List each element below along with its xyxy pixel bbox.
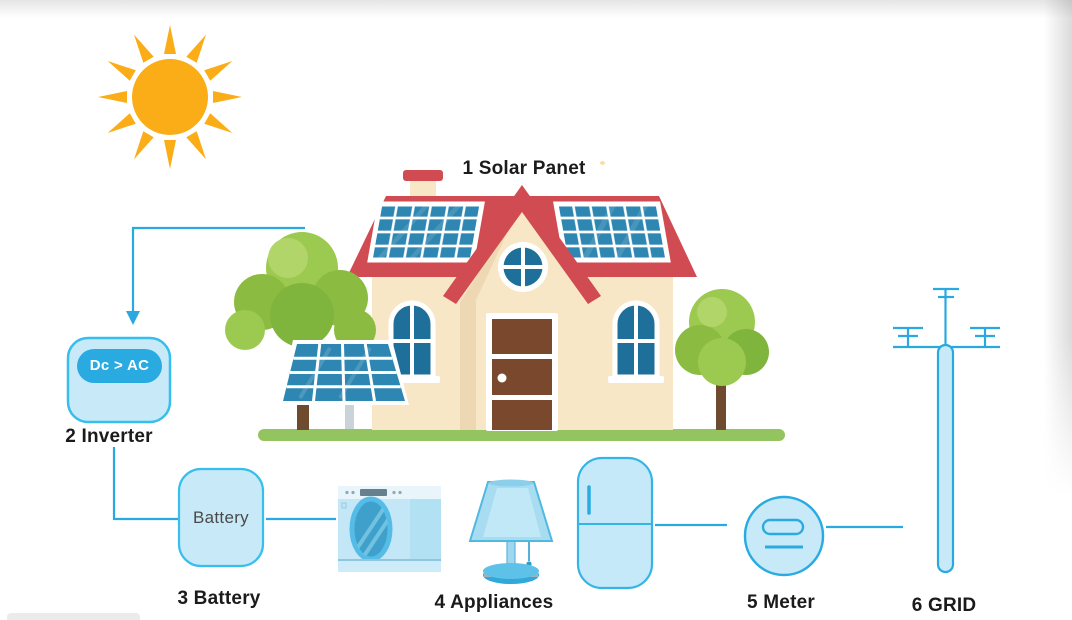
label-battery: 3 Battery xyxy=(177,588,261,609)
battery-box-label: Battery xyxy=(193,507,249,527)
sun-icon xyxy=(98,25,242,169)
door xyxy=(486,313,558,431)
label-appliances: 4 Appliances xyxy=(434,592,554,613)
inverter-box-label: Dc > AC xyxy=(89,357,150,374)
down-arrow-icon xyxy=(126,311,140,325)
window-right xyxy=(608,300,664,383)
solar-panel-array-left xyxy=(367,201,485,263)
house-with-solar-panels-icon xyxy=(347,170,697,431)
refrigerator-icon xyxy=(576,456,654,590)
gable-roof xyxy=(443,185,601,304)
label-inverter: 2 Inverter xyxy=(65,426,153,447)
label-solar-panel: 1 Solar Panet xyxy=(462,158,586,179)
meter-icon xyxy=(743,495,825,577)
inverter-box xyxy=(66,336,172,424)
connector-lines xyxy=(112,226,903,529)
connector-inverter-to-battery xyxy=(112,447,178,521)
tree-right-icon xyxy=(675,289,769,430)
ground-solar-panel-icon xyxy=(279,340,409,429)
label-meter: 5 Meter xyxy=(747,592,815,613)
power-pole-icon xyxy=(893,287,1000,574)
solar-panel-array-right xyxy=(553,201,671,263)
label-grid: 6 GRID xyxy=(911,595,977,616)
decorative-dot xyxy=(600,161,605,165)
lamp-icon xyxy=(468,479,554,584)
connector-house-to-inverter xyxy=(131,226,305,312)
washing-machine-icon xyxy=(338,486,441,572)
bottom-left-sliver xyxy=(7,613,140,620)
round-window xyxy=(498,242,548,292)
battery-box xyxy=(177,467,265,568)
chimney xyxy=(403,170,443,198)
tree-left-icon xyxy=(225,232,376,430)
ground-strip xyxy=(258,429,785,441)
